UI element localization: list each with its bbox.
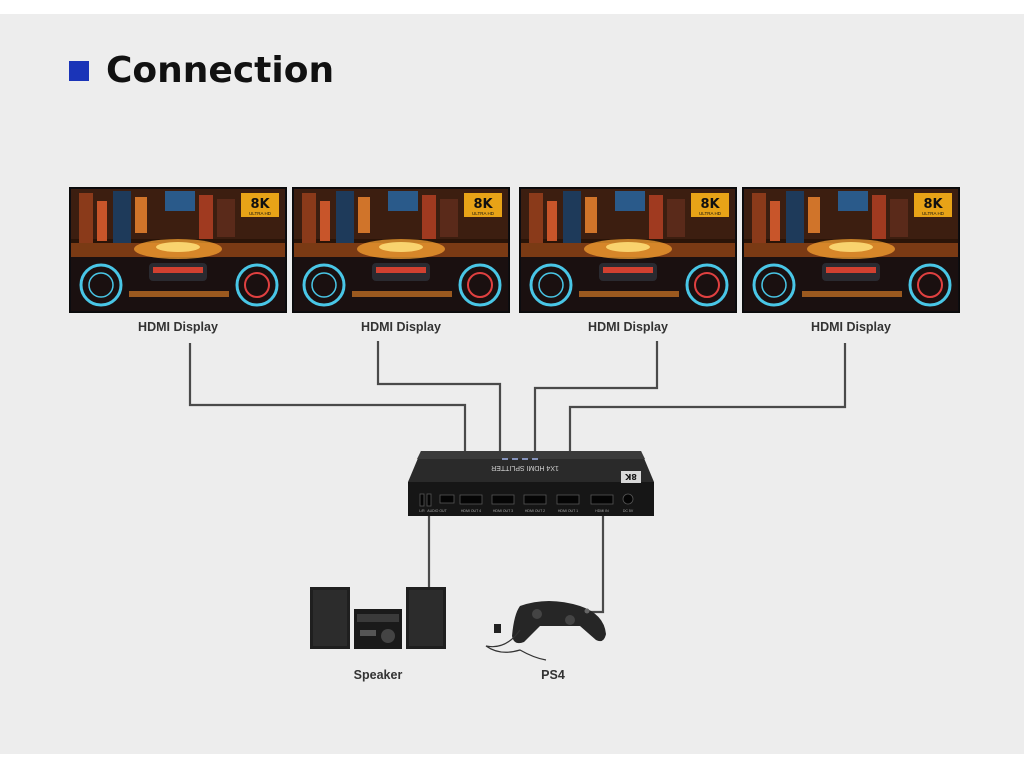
svg-text:ULTRA HD: ULTRA HD bbox=[249, 211, 272, 216]
svg-text:8K: 8K bbox=[250, 197, 270, 212]
speaker-label: Speaker bbox=[353, 668, 403, 682]
splitter-badge: 8K bbox=[624, 472, 637, 481]
display-label-2: HDMI Display bbox=[361, 320, 441, 334]
display-label-3: HDMI Display bbox=[588, 320, 668, 334]
splitter-name: 1X4 HDMI SPLITTER bbox=[491, 464, 559, 471]
hdmi-display-3: 8K ULTRA HD bbox=[519, 187, 737, 313]
svg-text:L/R: L/R bbox=[419, 509, 425, 513]
speaker-system-icon bbox=[310, 587, 446, 649]
8k-badge: 8K ULTRA HD bbox=[914, 193, 952, 217]
console-label: PS4 bbox=[541, 668, 565, 682]
title-text: Connection bbox=[106, 50, 335, 91]
svg-text:HDMI OUT 2: HDMI OUT 2 bbox=[525, 509, 545, 513]
svg-text:8K: 8K bbox=[923, 197, 943, 212]
8k-badge: 8K ULTRA HD bbox=[464, 193, 502, 217]
svg-text:HDMI OUT 1: HDMI OUT 1 bbox=[558, 509, 578, 513]
cable-display-3 bbox=[533, 341, 659, 503]
cable-console bbox=[580, 507, 605, 614]
title-square-icon bbox=[69, 60, 89, 81]
svg-text:ULTRA HD: ULTRA HD bbox=[699, 211, 722, 216]
hdmi-splitter: 1X4 HDMI SPLITTER 8K L/R AUDIO OUT HDMI … bbox=[408, 451, 654, 516]
display-label-4: HDMI Display bbox=[811, 320, 891, 334]
svg-text:HDMI OUT 4: HDMI OUT 4 bbox=[461, 509, 481, 513]
svg-text:ULTRA HD: ULTRA HD bbox=[922, 211, 945, 216]
svg-text:HDMI IN: HDMI IN bbox=[595, 509, 609, 513]
cable-display-2 bbox=[376, 341, 502, 503]
8k-badge: 8K ULTRA HD bbox=[691, 193, 729, 217]
svg-text:DC 5V: DC 5V bbox=[623, 509, 634, 513]
display-label-1: HDMI Display bbox=[138, 320, 218, 334]
hdmi-display-2: 8K ULTRA HD bbox=[292, 187, 510, 313]
svg-text:ULTRA HD: ULTRA HD bbox=[472, 211, 495, 216]
gamepad-icon bbox=[485, 601, 606, 661]
svg-text:8K: 8K bbox=[700, 197, 720, 212]
svg-text:HDMI OUT 3: HDMI OUT 3 bbox=[493, 509, 513, 513]
page-title: Connection bbox=[69, 50, 334, 91]
hdmi-display-4: 8K ULTRA HD bbox=[742, 187, 960, 313]
svg-text:8K: 8K bbox=[473, 197, 493, 212]
svg-text:AUDIO OUT: AUDIO OUT bbox=[427, 509, 447, 513]
hdmi-display-1: 8K ULTRA HD bbox=[69, 187, 287, 313]
8k-badge: 8K ULTRA HD bbox=[241, 193, 279, 217]
diagram-canvas bbox=[0, 14, 1024, 754]
